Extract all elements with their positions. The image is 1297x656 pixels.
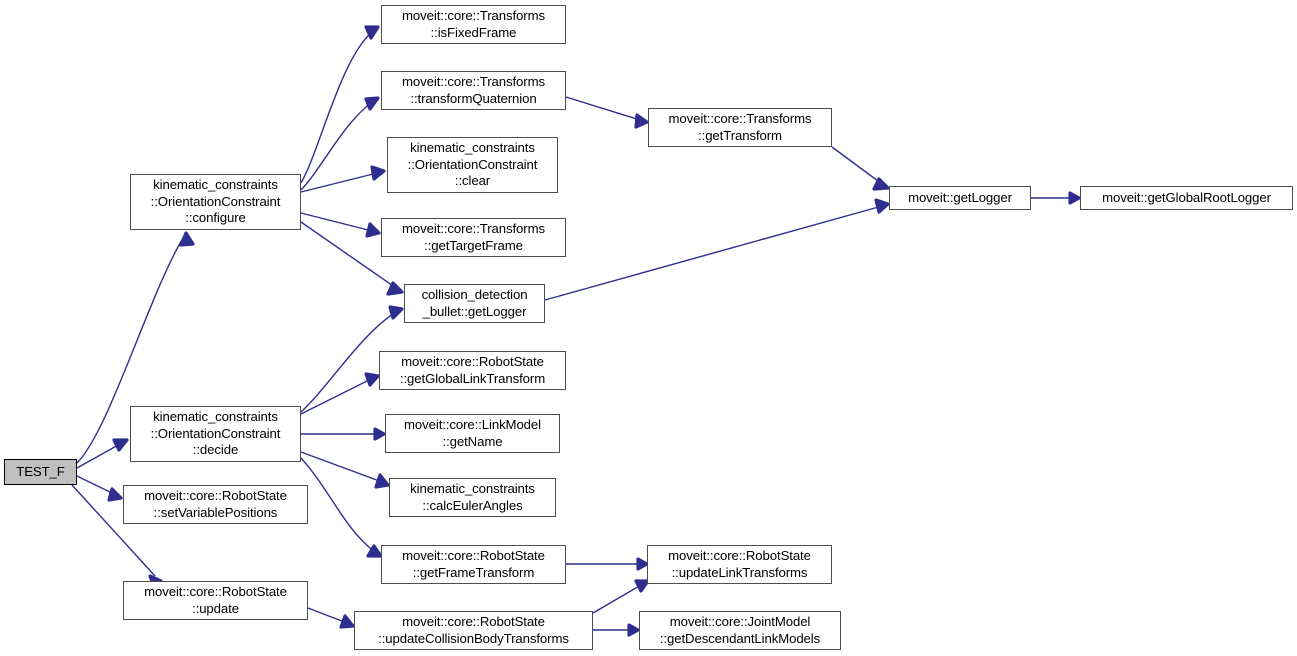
graph-node-calceulerangles[interactable]: kinematic_constraints ::calcEulerAngles xyxy=(389,478,556,517)
graph-node-isfixedframe[interactable]: moveit::core::Transforms ::isFixedFrame xyxy=(381,5,566,44)
graph-node-label: TEST_F xyxy=(16,463,65,479)
call-edge-arrowhead xyxy=(179,231,195,247)
call-edge xyxy=(592,584,642,614)
call-edge-arrowhead xyxy=(366,544,383,558)
graph-node-label: collision_detection _bullet::getLogger xyxy=(421,287,528,319)
graph-node-getgloballinktransform[interactable]: moveit::core::RobotState ::getGlobalLink… xyxy=(379,351,566,390)
graph-node-update[interactable]: moveit::core::RobotState ::update xyxy=(123,581,308,620)
call-edge xyxy=(565,96,641,121)
graph-node-updatelinktransforms[interactable]: moveit::core::RobotState ::updateLinkTra… xyxy=(647,545,832,584)
call-edge-arrowhead xyxy=(374,473,390,489)
graph-node-label: moveit::core::Transforms ::getTransform xyxy=(668,111,812,143)
call-edge-arrowhead xyxy=(365,222,381,238)
call-edge-arrowhead xyxy=(339,614,355,629)
graph-node-label: kinematic_constraints ::OrientationConst… xyxy=(150,177,281,226)
call-edge-arrowhead xyxy=(388,305,404,320)
call-edge-arrowhead xyxy=(634,113,649,129)
graph-node-label: moveit::getGlobalRootLogger xyxy=(1102,189,1271,205)
call-edge-arrowhead xyxy=(636,557,649,571)
graph-node-label: moveit::core::Transforms ::transformQuat… xyxy=(402,74,545,106)
graph-node-setvariablepositions[interactable]: moveit::core::RobotState ::setVariablePo… xyxy=(123,485,308,524)
graph-node-label: moveit::core::RobotState ::setVariablePo… xyxy=(144,488,287,520)
call-edge xyxy=(300,31,373,184)
call-edge xyxy=(300,212,373,232)
call-edge-arrowhead xyxy=(1068,191,1081,205)
call-edge-arrowhead xyxy=(107,487,123,502)
graph-node-decide[interactable]: kinematic_constraints ::OrientationConst… xyxy=(130,406,301,462)
call-edge xyxy=(76,475,115,495)
graph-node-label: moveit::core::RobotState ::update xyxy=(144,584,287,616)
call-edge xyxy=(307,607,348,624)
graph-node-label: moveit::core::LinkModel ::getName xyxy=(404,417,541,449)
call-edge xyxy=(76,443,121,469)
call-edge-arrowhead xyxy=(364,96,380,111)
call-edge xyxy=(300,457,376,553)
call-edge-arrowhead xyxy=(364,372,380,387)
graph-node-gettransform[interactable]: moveit::core::Transforms ::getTransform xyxy=(648,108,832,147)
graph-node-getglobalrootlogger[interactable]: moveit::getGlobalRootLogger xyxy=(1080,186,1293,210)
call-edge-arrowhead xyxy=(364,25,380,40)
graph-node-label: moveit::core::RobotState ::updateLinkTra… xyxy=(668,548,811,580)
graph-node-gettargetframe[interactable]: moveit::core::Transforms ::getTargetFram… xyxy=(381,218,566,257)
call-edge-arrowhead xyxy=(373,427,386,441)
graph-node-updatecollisionbody[interactable]: moveit::core::RobotState ::updateCollisi… xyxy=(354,611,593,650)
call-edge-arrowhead xyxy=(112,438,129,452)
call-edge xyxy=(300,101,373,191)
graph-node-label: kinematic_constraints ::OrientationConst… xyxy=(150,409,281,458)
graph-node-label: moveit::core::Transforms ::isFixedFrame xyxy=(402,8,545,40)
graph-node-label: moveit::core::RobotState ::updateCollisi… xyxy=(378,614,569,646)
graph-node-getdescendantlinkmodels[interactable]: moveit::core::JointModel ::getDescendant… xyxy=(639,611,841,650)
call-edge xyxy=(544,205,883,301)
graph-node-getframetransform[interactable]: moveit::core::RobotState ::getFrameTrans… xyxy=(381,545,566,584)
graph-node-getlogger[interactable]: moveit::getLogger xyxy=(889,186,1031,210)
graph-node-bulletgetlogger[interactable]: collision_detection _bullet::getLogger xyxy=(404,284,545,323)
call-edge xyxy=(300,172,378,193)
graph-node-label: moveit::core::RobotState ::getGlobalLink… xyxy=(399,354,546,386)
graph-node-label: moveit::core::Transforms ::getTargetFram… xyxy=(402,221,545,253)
graph-node-label: moveit::core::RobotState ::getFrameTrans… xyxy=(402,548,545,580)
call-edge-arrowhead xyxy=(627,623,640,637)
graph-node-label: moveit::core::JointModel ::getDescendant… xyxy=(659,614,821,646)
graph-node-test_f[interactable]: TEST_F xyxy=(4,459,77,485)
graph-node-label: moveit::getLogger xyxy=(908,189,1012,205)
call-edge xyxy=(300,378,372,415)
graph-node-getname[interactable]: moveit::core::LinkModel ::getName xyxy=(385,414,560,453)
call-edge xyxy=(300,451,383,483)
call-edge-arrowhead xyxy=(386,281,404,296)
graph-node-clear[interactable]: kinematic_constraints ::OrientationConst… xyxy=(387,137,558,193)
call-edge xyxy=(831,146,883,185)
graph-node-label: kinematic_constraints ::calcEulerAngles xyxy=(410,481,535,513)
graph-node-configure[interactable]: kinematic_constraints ::OrientationConst… xyxy=(130,174,301,230)
graph-node-transformquaternion[interactable]: moveit::core::Transforms ::transformQuat… xyxy=(381,71,566,110)
call-edge-arrowhead xyxy=(370,165,386,181)
call-edge-arrowhead xyxy=(872,177,890,191)
graph-node-label: kinematic_constraints ::OrientationConst… xyxy=(407,140,538,189)
call-edge-arrowhead xyxy=(874,198,890,214)
